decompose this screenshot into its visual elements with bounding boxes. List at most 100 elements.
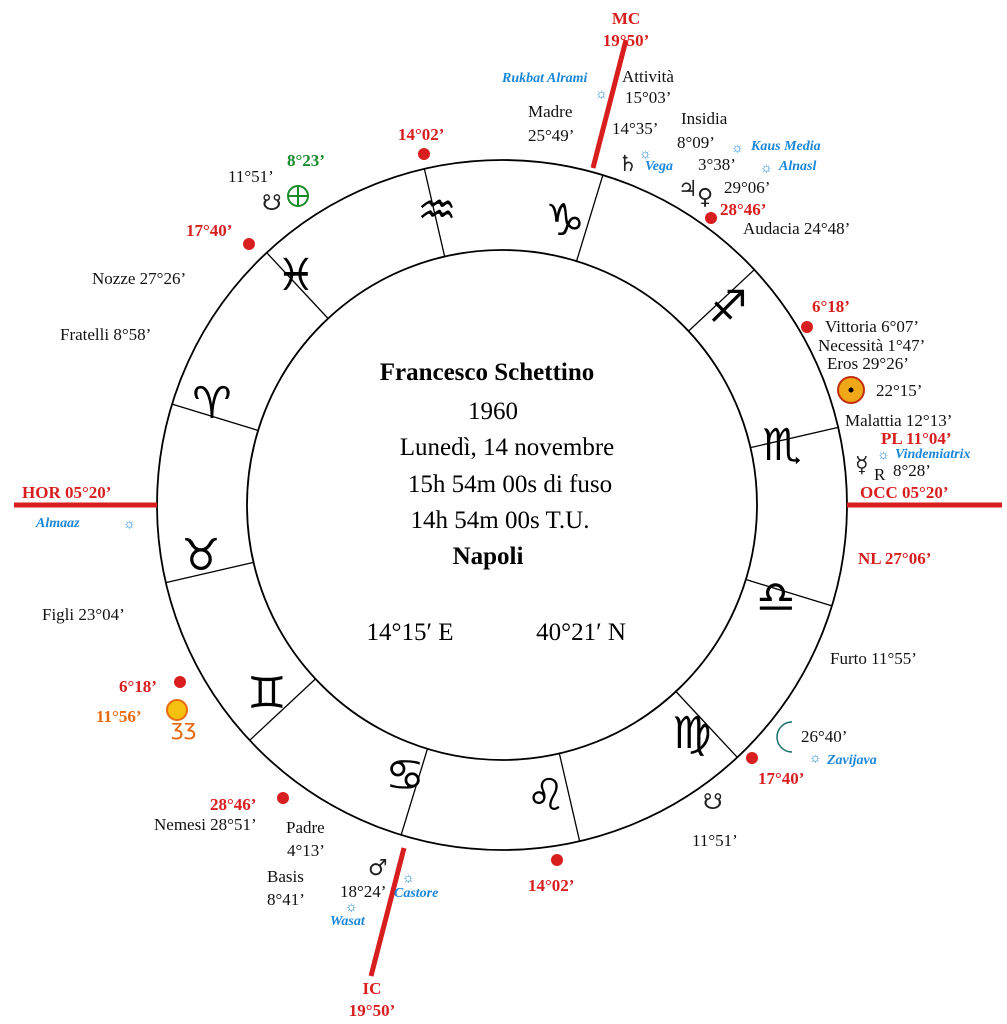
node-bottom-degree: 11°51’ <box>692 831 738 850</box>
cusp-label-left-upper: 17°40’ <box>186 221 232 240</box>
sign-divider-4 <box>745 578 833 607</box>
mars-degree: 18°24’ <box>340 882 386 901</box>
sign-divider-9 <box>165 561 254 584</box>
mars-glyph-icon: ♂ <box>368 856 388 881</box>
cusp-dots <box>174 148 813 866</box>
moon-icon <box>776 721 793 753</box>
sign-divider-8 <box>249 678 316 741</box>
cusp-label-right-top: 28°46’ <box>720 200 766 219</box>
venus-degree: 29°06’ <box>724 178 770 197</box>
part-figli: Figli 23°04’ <box>42 605 125 624</box>
svg-text:ʒʒ: ʒʒ <box>171 716 196 741</box>
part-basis-degree: 8°41’ <box>267 890 305 909</box>
birth-date: Lunedì, 14 novembre <box>400 434 615 461</box>
star-icon: ☼ <box>760 161 773 176</box>
star-vega: Vega <box>645 159 673 174</box>
part-vittoria: Vittoria 6°07’ <box>825 317 919 336</box>
star-alnasl: Alnasl <box>778 159 816 174</box>
virgo-sign: ♍ <box>672 708 711 759</box>
part-nozze: Nozze 27°26’ <box>92 269 186 288</box>
star-almaaz: Almaaz <box>35 516 80 531</box>
star-wasat: Wasat <box>330 914 366 929</box>
star-icon: ☼ <box>402 871 415 886</box>
sign-divider-0 <box>423 168 446 257</box>
leo-sign: ♌ <box>526 770 565 821</box>
hor-label: HOR 05°20’ <box>22 483 111 502</box>
birth-year: 1960 <box>468 398 518 425</box>
part-insidia: Insidia <box>681 109 728 128</box>
star-icon: ☼ <box>809 751 822 766</box>
cusp-label-left-lower: 6°18’ <box>119 677 157 696</box>
retrograde-marker: R <box>874 465 886 484</box>
lilith-degree: 11°56’ <box>96 707 142 726</box>
latitude: 40°21′ N <box>536 619 626 646</box>
capricorn-sign: ♑ <box>545 195 584 246</box>
cusp-dot-left-lower <box>174 676 186 688</box>
part-nemesi: Nemesi 28°51’ <box>154 815 257 834</box>
sun-icon <box>837 376 865 404</box>
part-madre: Madre <box>528 102 572 121</box>
cusp-dot-left-upper <box>243 238 255 250</box>
ic-axis-line <box>368 847 407 977</box>
gemini-sign: ♊ <box>247 668 286 719</box>
sign-divider-11 <box>266 252 329 319</box>
sign-divider-10 <box>171 403 259 432</box>
south-node-icon: ☋ <box>703 790 723 815</box>
sign-divider-5 <box>675 691 738 758</box>
part-attivita: Attività <box>622 67 674 86</box>
part-attivita-degree: 15°03’ <box>625 88 671 107</box>
jupiter-glyph-icon: ♃ <box>678 177 698 202</box>
cusp-dot-top-left <box>418 148 430 160</box>
cusp-dot-right-bottom <box>746 752 758 764</box>
mc-axis-line <box>590 39 629 169</box>
ic-label: IC <box>363 979 382 998</box>
moon-degree: 26°40’ <box>801 727 847 746</box>
cusp-label-left-bottom: 28°46’ <box>210 795 256 814</box>
sun-degree: 22°15’ <box>876 381 922 400</box>
star-rukbat-alrami: Rukbat Alrami <box>501 71 588 86</box>
venus-glyph-icon: ♀ <box>697 185 713 210</box>
cusp-dot-right-top <box>705 212 717 224</box>
sign-divider-6 <box>558 753 581 842</box>
mc-degree: 19°50’ <box>603 31 649 50</box>
inner-ring <box>246 249 758 761</box>
star-zavijava: Zavijava <box>826 753 877 768</box>
star-kaus-media: Kaus Media <box>750 139 821 154</box>
star-vindemiatrix: Vindemiatrix <box>895 447 970 462</box>
cusp-label-right-bottom: 17°40’ <box>758 769 804 788</box>
ic-degree: 19°50’ <box>349 1001 395 1020</box>
star-icon: ☼ <box>345 900 358 915</box>
star-icon: ☼ <box>877 448 890 463</box>
sign-divider-2 <box>688 269 755 332</box>
sign-divider-7 <box>400 748 429 836</box>
cusp-dot-bottom <box>551 854 563 866</box>
part-of-fortune-icon <box>287 185 309 207</box>
north-node-icon: ☋ <box>262 191 282 216</box>
part-padre-degree: 4°13’ <box>287 841 325 860</box>
part-basis: Basis <box>267 867 304 886</box>
cusp-dot-left-bottom <box>277 792 289 804</box>
sagittarius-sign: ♐ <box>708 282 747 333</box>
cusp-label-top-left: 14°02’ <box>398 125 444 144</box>
part-madre-degree: 25°49’ <box>528 126 574 145</box>
star-icon: ☼ <box>731 141 744 156</box>
star-castore: Castore <box>394 886 438 901</box>
birth-time-zone: 15h 54m 00s di fuso <box>408 471 612 498</box>
part-fratelli: Fratelli 8°58’ <box>60 325 151 344</box>
part-necessita: Necessità 1°47’ <box>818 336 925 355</box>
birth-city: Napoli <box>453 543 524 570</box>
outer-ring <box>156 159 848 851</box>
cusp-label-right-upper: 6°18’ <box>812 297 850 316</box>
part-audacia: Audacia 24°48’ <box>743 219 850 238</box>
sign-dividers <box>165 168 839 842</box>
lilith-icon: ʒʒ <box>166 699 196 741</box>
fortune-degree: 8°23’ <box>287 151 325 170</box>
pisces-sign: ♓ <box>276 250 315 301</box>
part-eros: Eros 29°26’ <box>827 354 909 373</box>
sign-divider-3 <box>750 426 839 449</box>
cusp-dot-right-upper <box>801 321 813 333</box>
aquarius-sign: ♒ <box>417 185 456 236</box>
part-malattia: Malattia 12°13’ <box>845 411 952 430</box>
mc-label: MC <box>612 9 640 28</box>
